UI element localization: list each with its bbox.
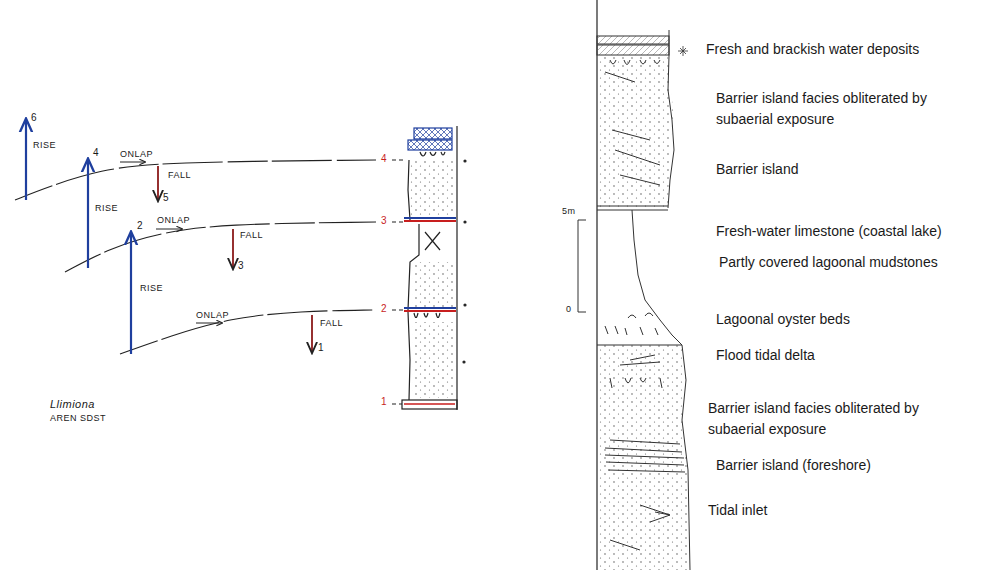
horizon-number: 4 — [381, 153, 387, 165]
rise-label: RISE — [95, 203, 118, 214]
onlap-label: ONLAP — [196, 310, 229, 321]
fall-label: FALL — [240, 230, 263, 241]
facies-label: Fresh-water limestone (coastal lake) — [716, 221, 942, 242]
callout-number: 5 — [163, 192, 169, 204]
callout-number: 3 — [238, 260, 244, 272]
fall-label: FALL — [320, 318, 343, 329]
facies-label: Barrier island facies obliterated by sub… — [716, 88, 978, 130]
facies-label: Flood tidal delta — [716, 345, 815, 366]
facies-label: Barrier island — [716, 159, 798, 180]
correlation-line — [392, 309, 404, 310]
callout-number: 1 — [318, 342, 324, 354]
callout-number: 2 — [137, 220, 143, 232]
onlap-label: ONLAP — [157, 215, 190, 226]
unit-name: AREN SDST — [50, 413, 106, 424]
facies-label: Barrier island facies obliterated by sub… — [708, 398, 970, 440]
rise-label: RISE — [140, 283, 163, 294]
scale-label: 0 — [566, 304, 572, 315]
horizon-number: 2 — [381, 303, 387, 315]
scale-label: 5m — [562, 206, 576, 217]
horizon-number: 3 — [381, 215, 387, 227]
sea-level-curve — [65, 222, 376, 272]
facies-label: Fresh and brackish water deposits — [706, 39, 919, 60]
horizon-number: 1 — [381, 396, 387, 408]
locality-name: Llimiona — [50, 398, 95, 411]
facies-label: Barrier island (foreshore) — [716, 455, 871, 476]
sea-level-curve — [15, 160, 376, 200]
sea-level-curve — [120, 310, 376, 354]
correlation-line — [392, 221, 404, 222]
facies-label: Tidal inlet — [708, 500, 767, 521]
facies-label: Partly covered lagoonal mudstones — [719, 252, 938, 273]
correlation-line — [392, 403, 402, 404]
onlap-label: ONLAP — [120, 149, 153, 160]
facies-label: Lagoonal oyster beds — [716, 309, 850, 330]
correlation-line — [392, 159, 404, 160]
fall-label: FALL — [168, 170, 191, 181]
callout-number: 6 — [31, 112, 37, 124]
callout-number: 4 — [93, 147, 99, 159]
rise-label: RISE — [33, 140, 56, 151]
